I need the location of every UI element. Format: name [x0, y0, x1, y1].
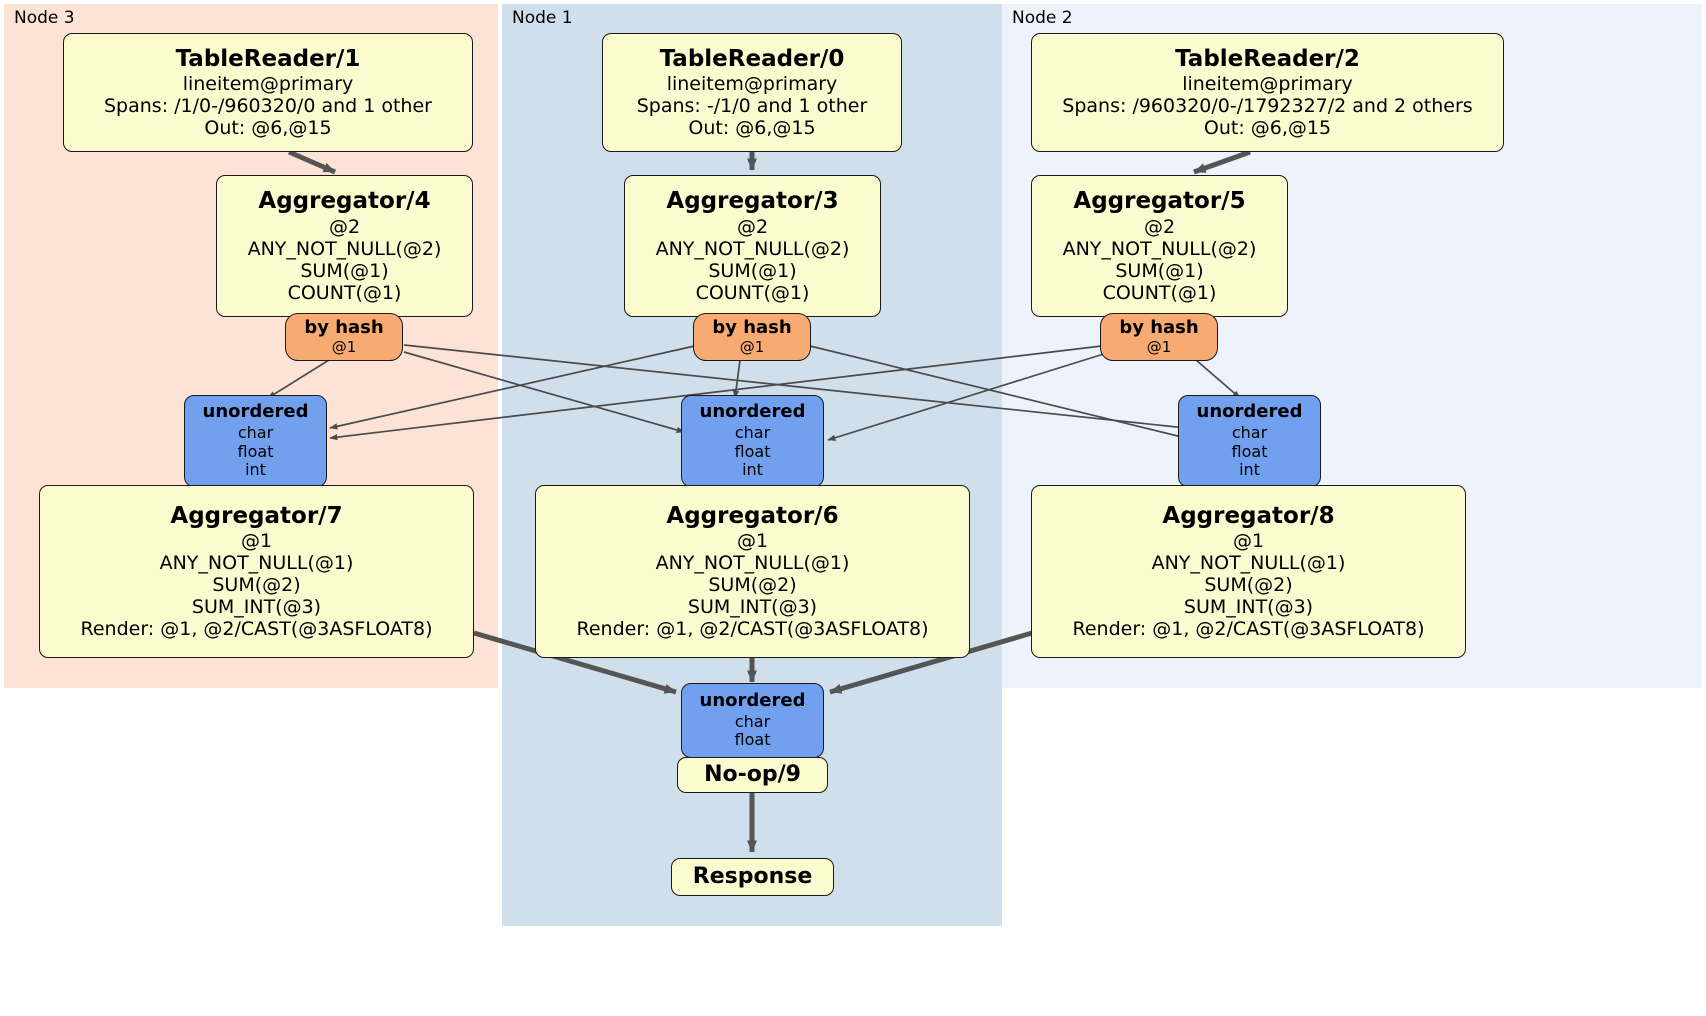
node-line: Render: @1, @2/CAST(@3ASFLOAT8): [576, 618, 929, 641]
node-line: @1: [736, 530, 769, 553]
node-line: lineitem@primary: [182, 73, 354, 96]
node-line: ANY_NOT_NULL(@2): [247, 237, 442, 260]
node-title: Aggregator/4: [258, 188, 431, 215]
node-title: No-op/9: [704, 761, 801, 787]
node-line: SUM_INT(@3): [191, 596, 322, 619]
router-title: by hash: [304, 316, 384, 338]
node-line: Render: @1, @2/CAST(@3ASFLOAT8): [80, 618, 433, 641]
sync-line: int: [1239, 460, 1260, 480]
router-by-hash-node2[interactable]: by hash @1: [1100, 313, 1218, 361]
node-line: Out: @6,@15: [204, 117, 332, 140]
node-line: @2: [736, 215, 769, 238]
synchronizer-unordered-node2[interactable]: unordered char float int: [1178, 395, 1321, 487]
sync-line: char: [734, 711, 771, 731]
node-line: Out: @6,@15: [1203, 117, 1332, 140]
node-title: Aggregator/3: [666, 188, 839, 215]
processor-no-op-9[interactable]: No-op/9: [677, 757, 828, 793]
node-line: Spans: -/1/0 and 1 other: [636, 95, 868, 118]
router-by-hash-node3[interactable]: by hash @1: [285, 313, 403, 361]
processor-aggregator-6[interactable]: Aggregator/6 @1 ANY_NOT_NULL(@1) SUM(@2)…: [535, 485, 970, 658]
processor-tablereader-0[interactable]: TableReader/0 lineitem@primary Spans: -/…: [602, 33, 902, 152]
processor-aggregator-8[interactable]: Aggregator/8 @1 ANY_NOT_NULL(@1) SUM(@2)…: [1031, 485, 1466, 658]
node-line: Spans: /960320/0-/1792327/2 and 2 others: [1062, 95, 1473, 118]
sync-line: float: [237, 441, 274, 461]
node-line: ANY_NOT_NULL(@1): [159, 552, 354, 575]
processor-aggregator-3[interactable]: Aggregator/3 @2 ANY_NOT_NULL(@2) SUM(@1)…: [624, 175, 881, 317]
sync-line: int: [245, 460, 266, 480]
sync-line: float: [734, 441, 771, 461]
node-line: COUNT(@1): [695, 281, 810, 304]
node-line: @1: [240, 530, 273, 553]
processor-response[interactable]: Response: [671, 858, 834, 896]
node-title: Aggregator/6: [666, 502, 839, 529]
sync-line: char: [237, 423, 274, 443]
node-line: lineitem@primary: [666, 73, 838, 96]
node-line: ANY_NOT_NULL(@1): [1151, 552, 1346, 575]
panel-label-node-3: Node 3: [14, 8, 75, 28]
node-line: Spans: /1/0-/960320/0 and 1 other: [104, 95, 432, 118]
router-title: by hash: [1119, 316, 1199, 338]
sync-line: float: [1231, 441, 1268, 461]
node-line: @1: [1232, 530, 1265, 553]
node-title: Aggregator/8: [1162, 502, 1335, 529]
node-line: ANY_NOT_NULL(@2): [655, 237, 850, 260]
router-line: @1: [1146, 337, 1172, 356]
node-line: SUM(@1): [1115, 259, 1204, 282]
sync-title: unordered: [699, 401, 806, 423]
node-line: lineitem@primary: [1182, 73, 1353, 96]
router-title: by hash: [712, 316, 792, 338]
router-line: @1: [739, 337, 765, 356]
node-line: SUM(@1): [708, 259, 797, 282]
panel-label-node-2: Node 2: [1012, 8, 1073, 28]
node-line: SUM_INT(@3): [687, 596, 818, 619]
node-line: @2: [1143, 215, 1176, 238]
processor-tablereader-2[interactable]: TableReader/2 lineitem@primary Spans: /9…: [1031, 33, 1504, 152]
sync-title: unordered: [1196, 401, 1303, 423]
sync-line: int: [742, 460, 763, 480]
processor-aggregator-4[interactable]: Aggregator/4 @2 ANY_NOT_NULL(@2) SUM(@1)…: [216, 175, 473, 317]
node-line: SUM(@1): [300, 259, 389, 282]
sync-line: float: [734, 730, 771, 750]
processor-aggregator-7[interactable]: Aggregator/7 @1 ANY_NOT_NULL(@1) SUM(@2)…: [39, 485, 474, 658]
node-line: ANY_NOT_NULL(@1): [655, 552, 850, 575]
node-line: SUM(@2): [1204, 574, 1293, 597]
node-line: ANY_NOT_NULL(@2): [1062, 237, 1257, 260]
router-by-hash-node1[interactable]: by hash @1: [693, 313, 811, 361]
node-line: SUM(@2): [708, 574, 797, 597]
node-title: Aggregator/7: [170, 502, 343, 529]
node-title: Aggregator/5: [1073, 188, 1246, 215]
node-line: Render: @1, @2/CAST(@3ASFLOAT8): [1072, 618, 1425, 641]
node-line: SUM_INT(@3): [1183, 596, 1314, 619]
synchronizer-unordered-final[interactable]: unordered char float: [681, 683, 824, 758]
sync-line: char: [1231, 423, 1268, 443]
synchronizer-unordered-node1[interactable]: unordered char float int: [681, 395, 824, 487]
node-line: COUNT(@1): [287, 281, 402, 304]
node-line: COUNT(@1): [1102, 281, 1217, 304]
processor-aggregator-5[interactable]: Aggregator/5 @2 ANY_NOT_NULL(@2) SUM(@1)…: [1031, 175, 1288, 317]
node-line: SUM(@2): [212, 574, 301, 597]
sync-title: unordered: [202, 401, 309, 423]
panel-label-node-1: Node 1: [512, 8, 573, 28]
sync-title: unordered: [699, 690, 806, 712]
node-line: @2: [328, 215, 361, 238]
synchronizer-unordered-node3[interactable]: unordered char float int: [184, 395, 327, 487]
node-line: Out: @6,@15: [688, 117, 816, 140]
sync-line: char: [734, 423, 771, 443]
router-line: @1: [331, 337, 357, 356]
node-title: TableReader/1: [175, 45, 361, 72]
processor-tablereader-1[interactable]: TableReader/1 lineitem@primary Spans: /1…: [63, 33, 473, 152]
node-title: TableReader/0: [659, 45, 845, 72]
node-title: TableReader/2: [1175, 45, 1360, 72]
node-title: Response: [692, 863, 813, 889]
